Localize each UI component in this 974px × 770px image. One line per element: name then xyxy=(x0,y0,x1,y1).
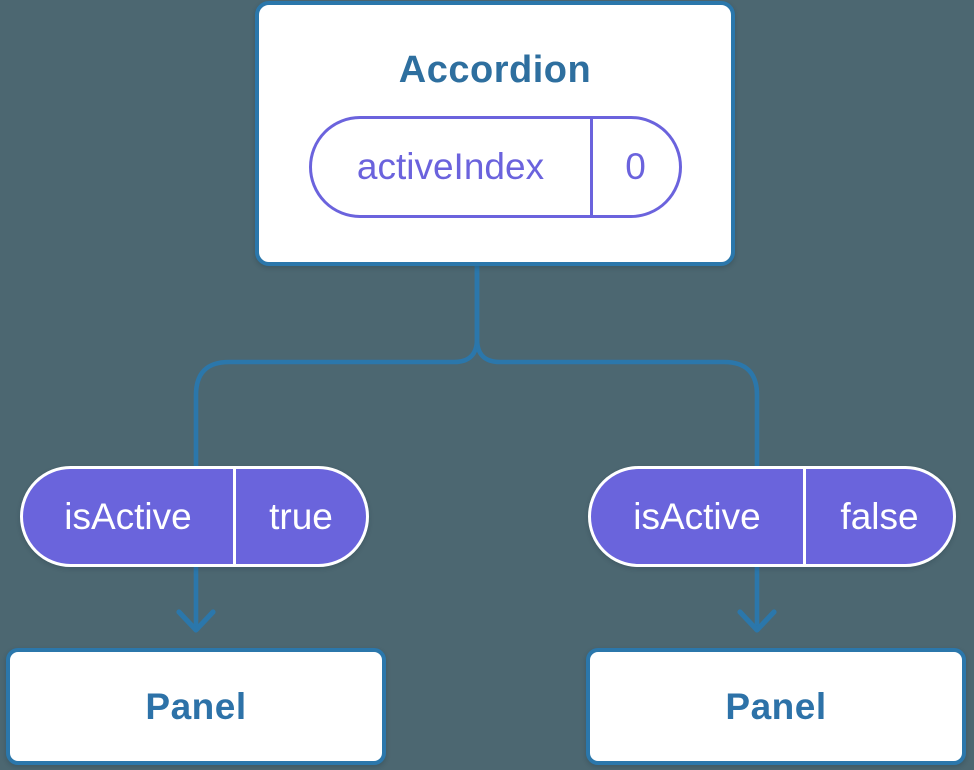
prop-pill-left-value: true xyxy=(269,495,333,537)
prop-pill-right: isActive false xyxy=(588,466,956,567)
state-pill: activeIndex 0 xyxy=(308,116,682,218)
prop-pill-left: isActive true xyxy=(20,466,369,567)
accordion-component-box: Accordion activeIndex 0 xyxy=(255,1,735,266)
arrowhead-right-icon xyxy=(737,609,777,633)
state-pill-value: 0 xyxy=(625,146,646,187)
state-pill-name: activeIndex xyxy=(356,146,545,187)
state-pill-divider xyxy=(589,119,593,215)
prop-pill-right-divider xyxy=(803,469,806,564)
component-title: Accordion xyxy=(398,49,592,91)
panel-box-left: Panel xyxy=(6,648,386,765)
prop-pill-right-value: false xyxy=(840,495,919,537)
edge-right-branch xyxy=(474,263,760,630)
edge-left-branch xyxy=(193,263,480,630)
panel-left-title: Panel xyxy=(145,685,247,727)
prop-pill-left-name: isActive xyxy=(64,495,192,537)
prop-pill-right-name: isActive xyxy=(633,495,761,537)
arrowhead-left-icon xyxy=(176,609,216,633)
panel-right-title: Panel xyxy=(725,685,827,727)
prop-pill-left-divider xyxy=(233,469,236,564)
panel-box-right: Panel xyxy=(586,648,966,765)
